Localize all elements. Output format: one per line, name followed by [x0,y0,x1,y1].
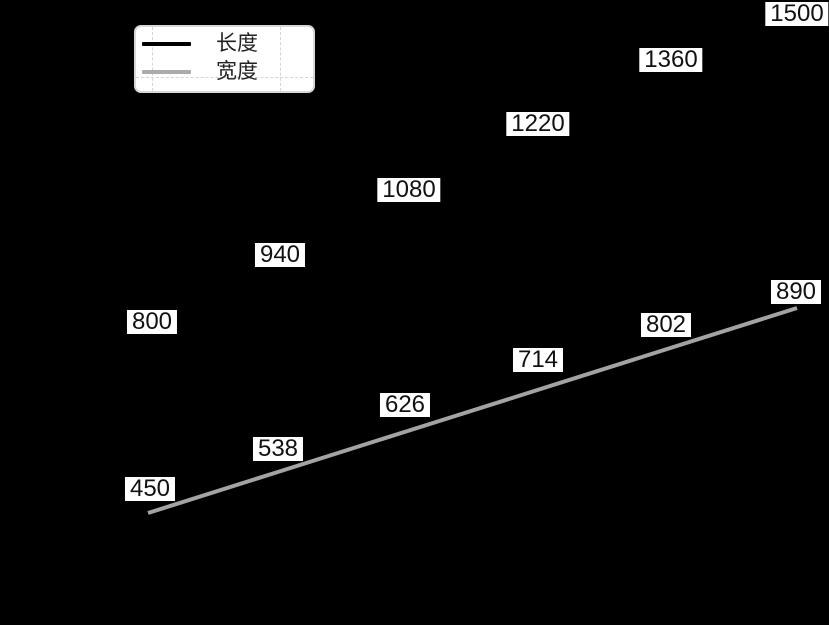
length-series-point-label: 940 [254,243,306,267]
length-line-swatch [142,42,191,46]
width-series-point-label: 714 [512,348,564,372]
width-series-point-label: 538 [252,437,304,461]
legend-item-label: 长度 [216,32,258,55]
width-series-line [147,306,798,515]
legend-item-width[interactable]: 宽度 [136,58,313,86]
width-line-swatch [142,70,191,74]
width-series-point-label: 450 [124,477,176,501]
length-series-line [147,21,798,352]
length-series-point-label: 1220 [506,112,570,136]
length-series-point-label: 800 [126,310,178,334]
legend-item-length[interactable]: 长度 [136,30,313,58]
length-series-point-label: 1360 [639,48,703,72]
length-series-point-label: 1500 [765,2,829,26]
length-series-point-label: 1080 [377,178,441,202]
legend-item-label: 宽度 [216,60,258,83]
chart-legend: 长度 宽度 [134,25,315,93]
width-series-point-label: 802 [640,313,692,337]
width-series-point-label: 890 [770,280,822,304]
width-series-point-label: 626 [379,393,431,417]
